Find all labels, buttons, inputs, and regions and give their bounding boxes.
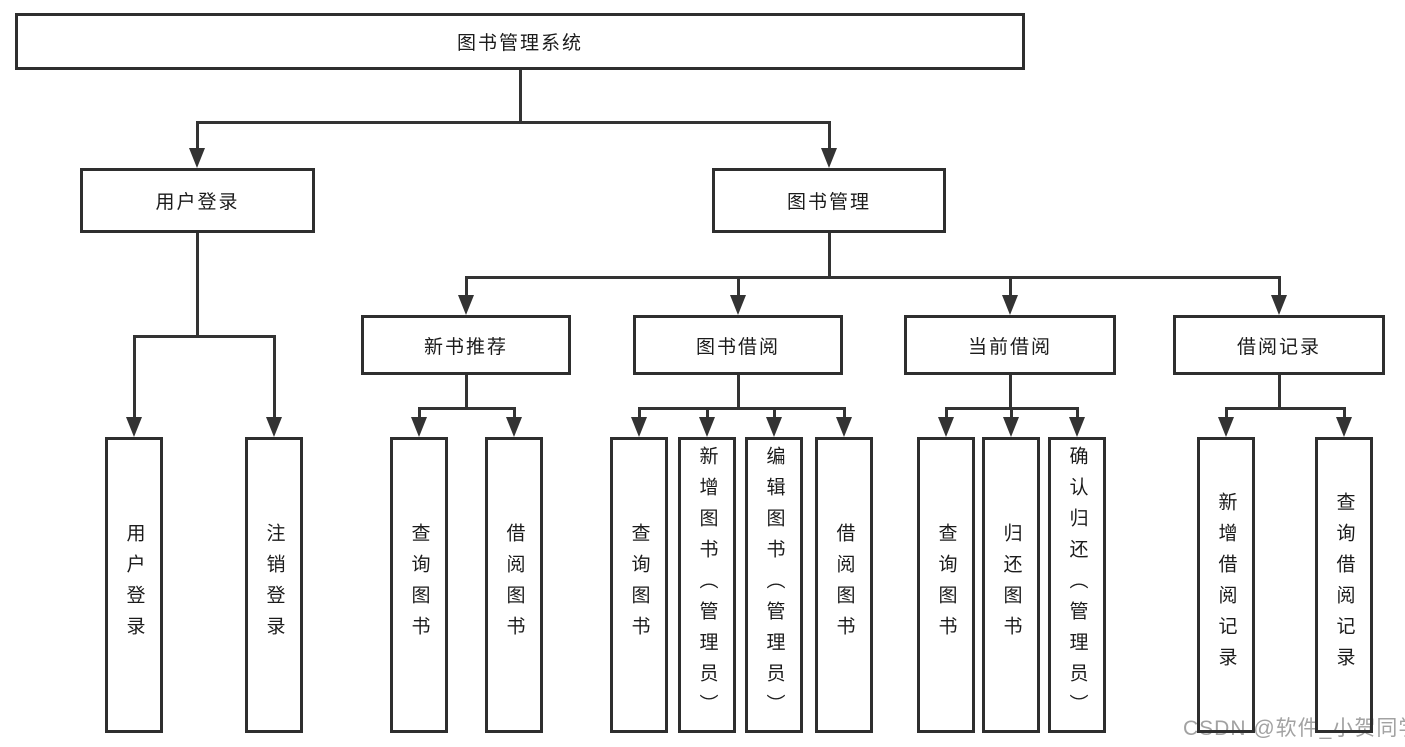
- arrow-down-icon: [1002, 295, 1018, 315]
- leaf-query-borrow-record: 查询借阅记录: [1315, 437, 1373, 733]
- leaf-borrow-books: 借阅图书: [815, 437, 873, 733]
- arrow-down-icon: [458, 295, 474, 315]
- connector-drop: [736, 279, 740, 299]
- arrow-down-icon: [836, 417, 852, 437]
- connector-rail: [637, 407, 846, 410]
- arrow-down-icon: [266, 417, 282, 437]
- connector-rail: [132, 335, 276, 338]
- leaf-current-query-books: 查询图书: [917, 437, 975, 733]
- arrow-down-icon: [699, 417, 715, 437]
- node-current-borrowing: 当前借阅: [904, 315, 1116, 375]
- connector-rail: [417, 407, 516, 410]
- arrow-down-icon: [506, 417, 522, 437]
- connector-stem: [827, 233, 831, 279]
- leaf-user-login: 用户登录: [105, 437, 163, 733]
- connector-drop: [827, 124, 831, 152]
- leaf-return-books: 归还图书: [982, 437, 1040, 733]
- csdn-watermark: CSDN @软件_小贺同学: [1183, 717, 1405, 740]
- arrow-down-icon: [766, 417, 782, 437]
- connector-drop: [705, 410, 709, 421]
- connector-drop: [1075, 410, 1079, 421]
- leaf-confirm-return-admin: 确认归还（管理员）: [1048, 437, 1106, 733]
- connector-stem: [1277, 375, 1281, 410]
- connector-drop: [1277, 279, 1281, 299]
- leaf-add-borrow-record: 新增借阅记录: [1197, 437, 1255, 733]
- connector-drop: [1224, 410, 1228, 421]
- connector-stem: [1008, 375, 1012, 410]
- leaf-logout: 注销登录: [245, 437, 303, 733]
- connector-drop: [417, 410, 421, 421]
- leaf-edit-books-admin: 编辑图书（管理员）: [745, 437, 803, 733]
- connector-rail: [944, 407, 1079, 410]
- connector-drop: [132, 338, 136, 421]
- leaf-recommend-query-books: 查询图书: [390, 437, 448, 733]
- arrow-down-icon: [126, 417, 142, 437]
- node-library-management-system: 图书管理系统: [15, 13, 1025, 70]
- connector-drop: [772, 410, 776, 421]
- leaf-recommend-borrow-books: 借阅图书: [485, 437, 543, 733]
- connector-stem: [736, 375, 740, 410]
- arrow-down-icon: [1069, 417, 1085, 437]
- arrow-down-icon: [1003, 417, 1019, 437]
- connector-drop: [1342, 410, 1346, 421]
- connector-drop: [637, 410, 641, 421]
- connector-stem: [518, 70, 522, 124]
- arrow-down-icon: [730, 295, 746, 315]
- leaf-add-books-admin: 新增图书（管理员）: [678, 437, 736, 733]
- arrow-down-icon: [938, 417, 954, 437]
- connector-drop: [512, 410, 516, 421]
- connector-drop: [1009, 410, 1013, 421]
- arrow-down-icon: [1336, 417, 1352, 437]
- arrow-down-icon: [1218, 417, 1234, 437]
- arrow-down-icon: [189, 148, 205, 168]
- node-borrowing-records: 借阅记录: [1173, 315, 1385, 375]
- arrow-down-icon: [631, 417, 647, 437]
- connector-stem: [195, 233, 199, 338]
- connector-drop: [842, 410, 846, 421]
- arrow-down-icon: [1271, 295, 1287, 315]
- node-user-login: 用户登录: [80, 168, 315, 233]
- connector-rail: [464, 276, 1281, 279]
- leaf-borrowing-query-books: 查询图书: [610, 437, 668, 733]
- connector-drop: [944, 410, 948, 421]
- connector-drop: [464, 279, 468, 299]
- connector-stem: [464, 375, 468, 410]
- connector-drop: [1008, 279, 1012, 299]
- connector-rail: [195, 121, 831, 124]
- node-book-management: 图书管理: [712, 168, 946, 233]
- node-new-book-recommendation: 新书推荐: [361, 315, 571, 375]
- connector-drop: [195, 124, 199, 152]
- connector-rail: [1224, 407, 1346, 410]
- connector-drop: [272, 338, 276, 421]
- node-book-borrowing: 图书借阅: [633, 315, 843, 375]
- arrow-down-icon: [411, 417, 427, 437]
- arrow-down-icon: [821, 148, 837, 168]
